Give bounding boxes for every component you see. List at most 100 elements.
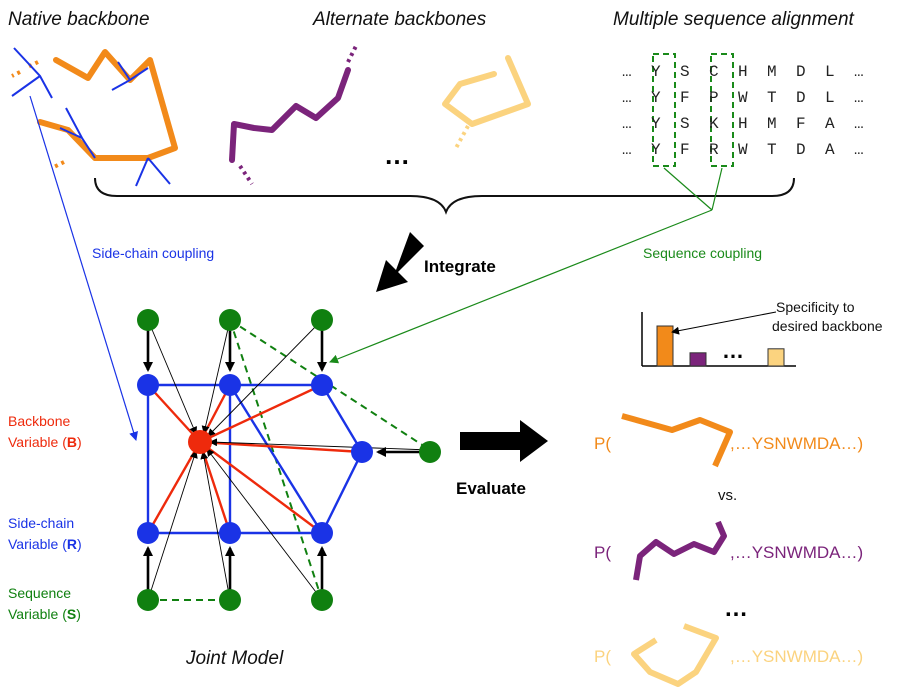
- sequence-node: [311, 309, 333, 331]
- msa-residue: H: [738, 115, 748, 133]
- native-backbone: [11, 47, 178, 187]
- native-backbone-title: Native backbone: [8, 9, 150, 30]
- msa-residue: R: [709, 141, 719, 159]
- msa-column-highlight: [710, 53, 734, 167]
- msa-residue: A: [825, 115, 835, 133]
- backbones-ellipsis: …: [384, 140, 410, 170]
- specificity-bar-alternate-1: [689, 352, 707, 367]
- alternate-backbones-title: Alternate backbones: [312, 9, 487, 30]
- variable-legend: Backbone Variable (B) Side-chain Variabl…: [8, 413, 82, 622]
- specificity-pointer: [671, 311, 777, 335]
- specificity-label-line2: desired backbone: [772, 318, 883, 334]
- joint-model-title: Joint Model: [185, 648, 284, 669]
- msa-residue: D: [796, 141, 806, 159]
- side-chain-node: [137, 374, 159, 396]
- msa-residue: A: [825, 141, 835, 159]
- msa-residue: P: [709, 89, 719, 107]
- specificity-label-line1: Specificity to: [776, 299, 855, 315]
- alternate-backbone-light: [442, 55, 531, 149]
- legend-backbone-line2: Variable (B): [8, 434, 82, 450]
- probability-rows: P( ,…YSNWMDA…) vs. P( ,…YSNWMDA…) … P( ,…: [594, 413, 863, 687]
- sequence-coupling-label: Sequence coupling: [643, 245, 762, 261]
- prob-sequence-light: ,…YSNWMDA…): [730, 647, 863, 666]
- prob-backbone-purple: [633, 520, 727, 581]
- msa-residue: …: [622, 115, 632, 133]
- side-chain-coupling-arrow: [29, 95, 138, 441]
- msa-residue: Y: [651, 115, 661, 133]
- sequence-node: [219, 309, 241, 331]
- msa-residue: S: [680, 63, 690, 81]
- prob-prefix-purple: P(: [594, 543, 611, 562]
- msa-residue: …: [854, 141, 864, 159]
- legend-sequence-line2: Variable (S): [8, 606, 81, 622]
- side-chain-node: [137, 522, 159, 544]
- sequence-node: [311, 589, 333, 611]
- side-chain-node: [311, 522, 333, 544]
- msa-residue: L: [825, 89, 835, 107]
- msa-residue: M: [767, 115, 777, 133]
- sequence-node: [137, 309, 159, 331]
- msa-residue: S: [680, 115, 690, 133]
- msa-residue: L: [825, 63, 835, 81]
- msa-title: Multiple sequence alignment: [613, 9, 855, 30]
- specificity-chart: … Specificity to desired backbone: [641, 299, 883, 367]
- msa-residue: F: [680, 89, 690, 107]
- prob-prefix-native: P(: [594, 434, 611, 453]
- prob-backbone-native: [621, 413, 733, 468]
- msa-residue: T: [767, 141, 777, 159]
- msa-residue: …: [622, 63, 632, 81]
- msa-column-highlight: [652, 53, 676, 167]
- prob-sequence-native: ,…YSNWMDA…): [730, 434, 863, 453]
- side-chain-node: [219, 522, 241, 544]
- msa-link-line: [663, 167, 713, 211]
- msa-residue: D: [796, 89, 806, 107]
- prob-sequence-purple: ,…YSNWMDA…): [730, 543, 863, 562]
- msa-residue: T: [767, 89, 777, 107]
- msa-residue: …: [854, 63, 864, 81]
- msa-residue: W: [738, 89, 748, 107]
- msa-residue: K: [709, 115, 719, 133]
- msa-residue: C: [709, 63, 719, 81]
- legend-side-chain-line1: Side-chain: [8, 515, 74, 531]
- side-chain-coupling-label: Side-chain coupling: [92, 245, 214, 261]
- evaluate-arrow: [460, 420, 548, 462]
- msa-residue: …: [854, 89, 864, 107]
- side-chain-node: [219, 374, 241, 396]
- sequence-node: [219, 589, 241, 611]
- sequence-node: [419, 441, 441, 463]
- integrate-label: Integrate: [424, 257, 496, 276]
- sequence-node: [137, 589, 159, 611]
- legend-backbone-line1: Backbone: [8, 413, 70, 429]
- prob-backbone-light: [631, 623, 719, 687]
- evaluate-label: Evaluate: [456, 479, 526, 498]
- msa-residue: W: [738, 141, 748, 159]
- side-chain-node: [311, 374, 333, 396]
- specificity-bar-alternate-n: [767, 348, 785, 367]
- specificity-bar-native: [656, 325, 674, 367]
- msa-residue: Y: [651, 63, 661, 81]
- prob-prefix-light: P(: [594, 647, 611, 666]
- msa-residue: D: [796, 63, 806, 81]
- msa-residue: …: [854, 115, 864, 133]
- msa-residue: Y: [651, 141, 661, 159]
- msa-residue: Y: [651, 89, 661, 107]
- prob-ellipsis: …: [724, 595, 748, 622]
- msa-residue: F: [796, 115, 806, 133]
- msa-residue: M: [767, 63, 777, 81]
- msa-residue: …: [622, 89, 632, 107]
- integration-brace: [94, 177, 795, 215]
- sequence-coupling-arrow: [329, 209, 713, 364]
- legend-side-chain-line2: Variable (R): [8, 536, 82, 552]
- alternate-backbone-purple: [229, 45, 358, 186]
- legend-sequence-line1: Sequence: [8, 585, 71, 601]
- msa-link-line: [711, 167, 723, 211]
- vs-label: vs.: [718, 487, 737, 504]
- bars-ellipsis: …: [722, 338, 744, 363]
- backbone-node: [188, 430, 212, 454]
- msa-residue: F: [680, 141, 690, 159]
- msa-residue: …: [622, 141, 632, 159]
